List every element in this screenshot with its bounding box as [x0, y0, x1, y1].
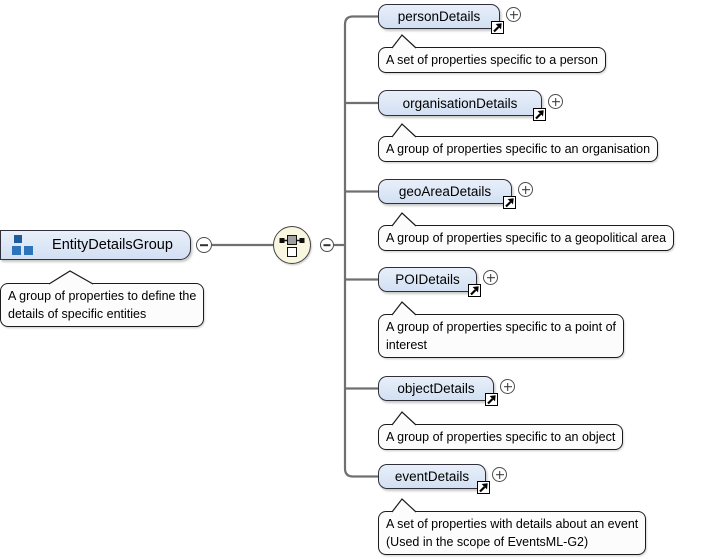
annotation-organisation-details: A group of properties specific to an org…	[378, 136, 659, 162]
node-person-details[interactable]: personDetails	[378, 4, 500, 29]
node-label: eventDetails	[394, 469, 470, 484]
callout-pointer	[391, 123, 417, 138]
callout-pointer	[391, 212, 417, 227]
callout-pointer	[391, 34, 417, 49]
reference-arrow-icon[interactable]	[485, 393, 498, 406]
node-event-details[interactable]: eventDetails	[378, 464, 486, 489]
node-object-details[interactable]: objectDetails	[378, 376, 494, 401]
expand-icon[interactable]	[518, 182, 533, 197]
annotation-geo-area-details: A group of properties specific to a geop…	[378, 225, 675, 251]
reference-arrow-icon[interactable]	[503, 196, 516, 209]
node-poi-details[interactable]: POIDetails	[378, 267, 477, 292]
node-label: objectDetails	[397, 381, 475, 396]
node-organisation-details[interactable]: organisationDetails	[378, 90, 542, 116]
node-geo-area-details[interactable]: geoAreaDetails	[378, 179, 512, 204]
expand-icon[interactable]	[506, 7, 521, 22]
callout-pointer	[391, 498, 417, 513]
annotation-person-details: A set of properties specific to a person	[378, 47, 606, 73]
node-entity-details-group[interactable]: EntityDetailsGroup	[0, 230, 191, 260]
expand-icon[interactable]	[483, 270, 498, 285]
expand-icon[interactable]	[548, 94, 563, 109]
node-label: personDetails	[397, 9, 481, 24]
callout-pointer	[391, 411, 417, 426]
reference-arrow-icon[interactable]	[491, 21, 504, 34]
node-label: organisationDetails	[402, 95, 518, 111]
collapse-icon[interactable]	[320, 238, 334, 252]
callout-pointer	[48, 270, 94, 285]
collapse-icon[interactable]	[196, 237, 212, 253]
sequence-compositor-icon	[279, 235, 305, 257]
annotation-event-details: A set of properties with details about a…	[378, 511, 647, 555]
node-label: geoAreaDetails	[398, 184, 492, 199]
expand-icon[interactable]	[492, 467, 507, 482]
annotation-entity-details-group: A group of properties to define the deta…	[0, 283, 205, 327]
annotation-poi-details: A group of properties specific to a poin…	[378, 314, 624, 358]
expand-icon[interactable]	[500, 379, 515, 394]
callout-pointer	[391, 301, 417, 316]
node-label: POIDetails	[395, 272, 460, 287]
reference-arrow-icon[interactable]	[533, 108, 546, 121]
model-group-icon	[12, 235, 36, 257]
reference-arrow-icon[interactable]	[477, 481, 490, 494]
annotation-object-details: A group of properties specific to an obj…	[378, 424, 624, 450]
reference-arrow-icon[interactable]	[468, 284, 481, 297]
node-label: EntityDetailsGroup	[52, 237, 173, 253]
sequence-indicator[interactable]	[273, 226, 311, 264]
connector-paths	[212, 15, 380, 478]
